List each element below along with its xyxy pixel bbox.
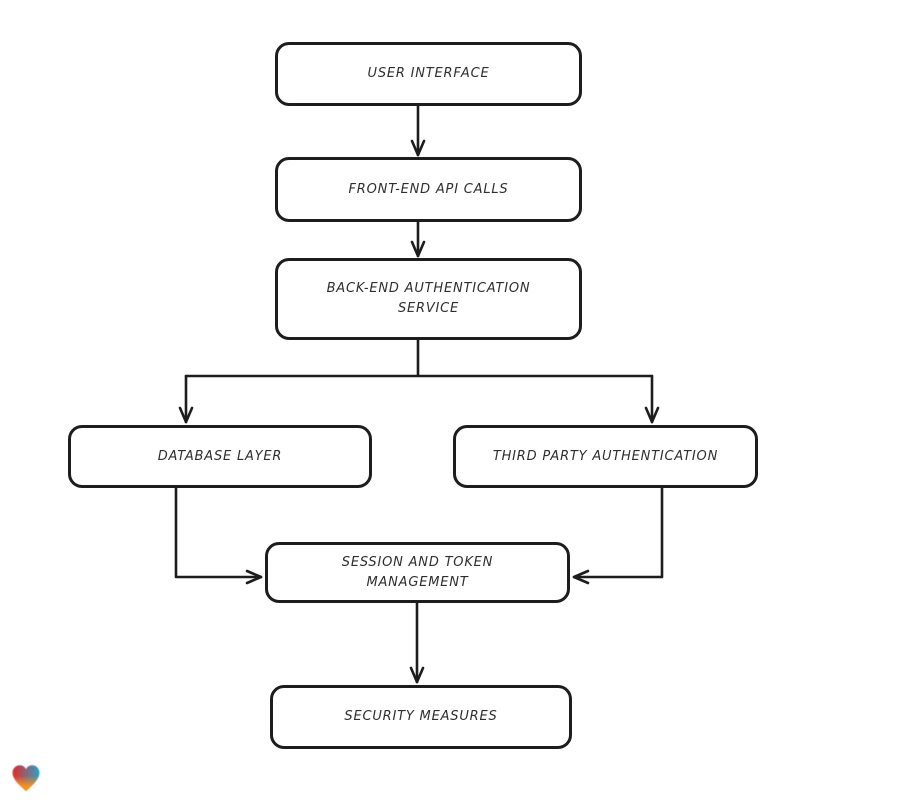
- node-database-layer-label: DATABASE LAYER: [157, 448, 283, 464]
- node-security-measures-label: SECURITY MEASURES: [344, 709, 498, 724]
- node-session-and-token-management-label: SESSION AND TOKEN MANAGEMENT: [341, 554, 494, 590]
- node-back-end-authentication-service-label: BACK-END AUTHENTICATION SERVICE: [326, 281, 531, 316]
- edge-auth-branch-trunk: [184, 338, 654, 378]
- edge-thirdparty-to-session: [572, 486, 664, 585]
- node-front-end-api-calls-label: FRONT-END API CALLS: [348, 181, 509, 197]
- edge-database-to-session: [174, 486, 263, 585]
- node-third-party-authentication[interactable]: THIRD PARTY AUTHENTICATION: [453, 425, 758, 488]
- heart-logo: [12, 765, 40, 791]
- node-security-measures[interactable]: SECURITY MEASURES: [270, 685, 572, 749]
- node-third-party-authentication-label: THIRD PARTY AUTHENTICATION: [492, 448, 719, 464]
- node-back-end-authentication-service[interactable]: BACK-END AUTHENTICATION SERVICE: [275, 258, 582, 340]
- node-database-layer[interactable]: DATABASE LAYER: [68, 425, 372, 488]
- node-user-interface[interactable]: USER INTERFACE: [275, 42, 582, 106]
- node-user-interface-label: USER INTERFACE: [367, 66, 490, 81]
- node-session-and-token-management[interactable]: SESSION AND TOKEN MANAGEMENT: [265, 542, 570, 603]
- node-front-end-api-calls[interactable]: FRONT-END API CALLS: [275, 157, 582, 222]
